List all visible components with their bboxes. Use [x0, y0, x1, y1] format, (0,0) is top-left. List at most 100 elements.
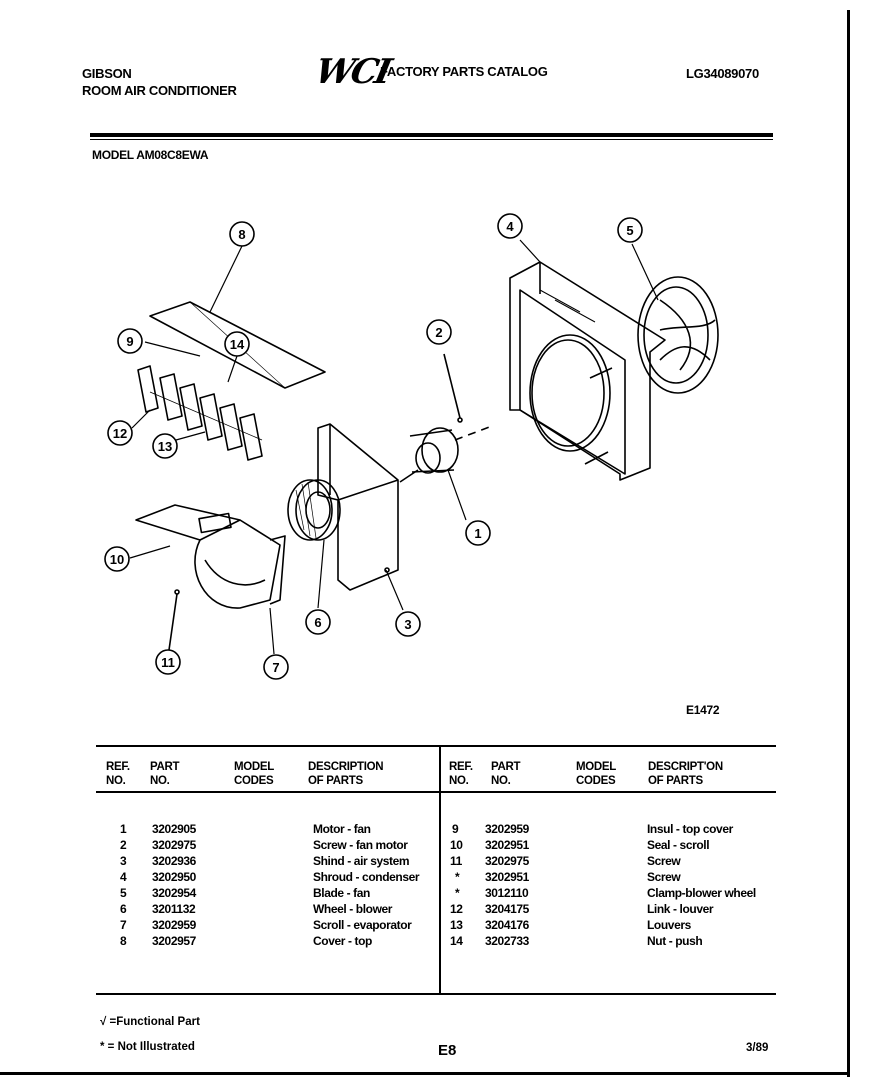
row-part: 3202975	[152, 838, 196, 852]
row-ref: 4	[120, 870, 127, 884]
row-ref: 12	[450, 902, 463, 916]
row-desc: Screw	[647, 870, 681, 884]
row-part: 3202951	[485, 870, 529, 884]
row-part: 3202951	[485, 838, 529, 852]
row-part: 3204175	[485, 902, 529, 916]
page-frame-bottom	[0, 1072, 850, 1075]
scroll-evaporator-part	[135, 504, 286, 609]
svg-text:8: 8	[238, 227, 245, 242]
header-ref-no: REF.NO.	[106, 761, 130, 787]
shroud-condenser-part	[509, 261, 666, 481]
exploded-parts-diagram: 1 2 3 4 5 6 7 8 9 10 11 12 13 14	[104, 213, 719, 680]
row-ref: 10	[450, 838, 463, 852]
figure-code: E1472	[686, 703, 720, 717]
brand-name: GIBSON	[82, 66, 132, 81]
callout-12: 12	[107, 420, 133, 446]
header-rule	[90, 133, 773, 137]
row-ref: *	[455, 886, 460, 900]
row-desc: Clamp-blower wheel	[647, 886, 756, 900]
louvers-part	[137, 365, 263, 461]
row-part: 3202959	[152, 918, 196, 932]
row-desc: Louvers	[647, 918, 691, 932]
header-ref-no-right: REF.NO.	[449, 761, 473, 787]
air-system-shield-part	[317, 423, 399, 591]
page-frame-right	[847, 10, 850, 1077]
row-part: 3201132	[152, 902, 196, 916]
row-part: 3202905	[152, 822, 196, 836]
svg-text:9: 9	[126, 334, 133, 349]
row-ref: 13	[450, 918, 463, 932]
row-ref: 2	[120, 838, 127, 852]
page-code: E8	[438, 1042, 457, 1059]
row-ref: *	[455, 870, 460, 884]
callout-14: 14	[224, 331, 250, 357]
fan-blade-part	[637, 276, 719, 394]
row-desc: Nut - push	[647, 934, 703, 948]
svg-text:14: 14	[230, 337, 245, 352]
screw-part	[443, 353, 463, 423]
svg-text:6: 6	[314, 615, 321, 630]
screw-11-part	[168, 589, 180, 651]
row-part: 3012110	[485, 886, 529, 900]
callout-11: 11	[155, 649, 181, 675]
callout-8: 8	[229, 221, 255, 247]
row-desc: Seal - scroll	[647, 838, 710, 852]
row-part: 3202936	[152, 854, 196, 868]
callout-leaders	[129, 239, 659, 655]
blower-wheel-part	[287, 479, 341, 541]
model-line: MODEL AM08C8EWA	[92, 148, 209, 162]
svg-text:1: 1	[474, 526, 481, 541]
callout-4: 4	[497, 213, 523, 239]
svg-text:7: 7	[272, 660, 279, 675]
row-ref: 6	[120, 902, 127, 916]
row-desc: Screw - fan motor	[313, 838, 408, 852]
product-name: ROOM AIR CONDITIONER	[82, 83, 237, 98]
row-part: 3202957	[152, 934, 196, 948]
row-ref: 11	[450, 854, 462, 868]
callout-2: 2	[426, 319, 452, 345]
callout-10: 10	[104, 546, 130, 572]
svg-text:11: 11	[161, 655, 175, 670]
table-top-rule	[96, 745, 776, 747]
row-part: 3202959	[485, 822, 529, 836]
row-desc: Cover - top	[313, 934, 372, 948]
functional-part-note: √ =Functional Part	[100, 1016, 200, 1028]
callout-3: 3	[395, 611, 421, 637]
svg-text:10: 10	[110, 552, 124, 567]
row-part: 3202950	[152, 870, 196, 884]
row-part: 3204176	[485, 918, 529, 932]
fan-motor-part	[399, 425, 493, 483]
svg-text:13: 13	[158, 439, 172, 454]
row-desc: Insul - top cover	[647, 822, 733, 836]
row-desc: Shind - air system	[313, 854, 410, 868]
row-desc: Scroll - evaporator	[313, 918, 412, 932]
row-desc: Shroud - condenser	[313, 870, 420, 884]
catalog-number: LG34089070	[686, 66, 759, 81]
row-ref: 8	[120, 934, 127, 948]
catalog-title: FACTORY PARTS CATALOG	[380, 64, 548, 79]
row-desc: Blade - fan	[313, 886, 370, 900]
row-desc: Motor - fan	[313, 822, 371, 836]
row-ref: 14	[450, 934, 463, 948]
callout-1: 1	[465, 520, 491, 546]
callout-9: 9	[117, 328, 143, 354]
catalog-date: 3/89	[746, 1042, 769, 1054]
row-ref: 3	[120, 854, 127, 868]
row-ref: 7	[120, 918, 127, 932]
svg-text:2: 2	[435, 325, 442, 340]
header-rule-thin	[90, 139, 773, 140]
row-part: 3202954	[152, 886, 196, 900]
row-part: 3202733	[485, 934, 529, 948]
row-part: 3202975	[485, 854, 529, 868]
table-column-divider	[439, 745, 441, 993]
svg-text:12: 12	[113, 426, 127, 441]
table-header-rule	[96, 791, 776, 793]
row-ref: 5	[120, 886, 127, 900]
callout-6: 6	[305, 609, 331, 635]
row-ref: 1	[120, 822, 127, 836]
